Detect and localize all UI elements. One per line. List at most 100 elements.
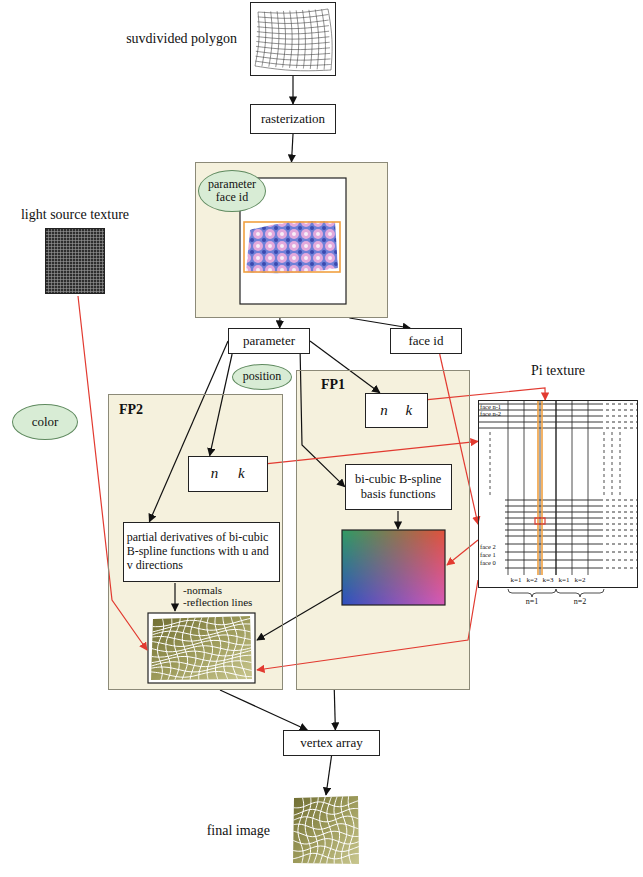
texture-line (600, 410, 637, 411)
node-label: suvdivided polygon (126, 31, 237, 47)
flow-connector (326, 756, 332, 795)
process-box: partial derivatives of bi-cubic B-spline… (123, 522, 280, 582)
node-label: final image (207, 823, 270, 839)
texture-line (524, 400, 525, 575)
texture-line (505, 560, 600, 561)
reflection-line (199, 618, 205, 680)
reflection-line (298, 798, 304, 863)
flow-connector (279, 318, 280, 328)
reflection-line (166, 619, 172, 680)
texture-line (600, 428, 637, 429)
texture-line (478, 428, 600, 429)
reflection-line (157, 619, 163, 680)
node-label: color (32, 415, 59, 430)
texture-line (600, 500, 637, 501)
texture-line (490, 432, 491, 496)
mesh-line (303, 10, 306, 68)
fetch-arrow (257, 580, 478, 670)
reflection-line (294, 816, 359, 822)
index-box: n k (188, 456, 268, 492)
texture-line (537, 400, 539, 575)
node-label: rasterization (261, 112, 325, 127)
row-label: face 1 (480, 552, 496, 559)
texture-line (508, 400, 509, 575)
mesh-line (255, 66, 331, 71)
node-label: partial derivatives of bi-cubic B-spline… (127, 531, 276, 572)
reflection-line (190, 618, 196, 680)
position-image (342, 530, 445, 605)
texture-line (505, 512, 600, 513)
texture-line (600, 416, 637, 417)
position-image (342, 530, 445, 605)
process-box: rasterization (250, 104, 336, 134)
index-box: n k (365, 393, 428, 428)
mesh-line (290, 11, 293, 68)
process-box: face id (390, 328, 462, 354)
mesh-line (256, 51, 330, 55)
node-label: position (243, 370, 282, 384)
texture-line (505, 530, 600, 531)
texture-line (505, 500, 600, 501)
output-note: -reflection lines (183, 597, 252, 608)
process-box: parameter (228, 328, 310, 354)
texture-line (600, 518, 637, 519)
column-label: k=3 (543, 577, 554, 584)
texture-line (600, 512, 637, 513)
panel-ground (296, 370, 470, 690)
light-texture-image (45, 228, 105, 294)
panel-ground (195, 162, 388, 318)
node-label: parameter (243, 334, 295, 349)
mesh-line (328, 9, 332, 70)
texture-line (541, 400, 543, 575)
texture-line (588, 400, 589, 575)
mesh-line (315, 10, 318, 70)
reflection-line (294, 808, 358, 815)
reflection-line (327, 797, 333, 864)
reflection-line (334, 797, 340, 864)
flow-connector (292, 134, 294, 162)
texture-line (505, 568, 600, 569)
output-note: -normals (183, 585, 222, 596)
panel-title: FP1 (321, 377, 345, 393)
flow-arrow (257, 590, 342, 640)
texture-line (540, 400, 541, 575)
mesh-line (255, 61, 330, 65)
column-label: n=2 (574, 598, 587, 606)
reflection-line (341, 796, 347, 863)
flow-connector (300, 354, 345, 487)
column-label: k=2 (527, 577, 538, 584)
texture-line (505, 536, 600, 537)
texture-line (505, 544, 600, 545)
node-label: bi-cubic B-spline basis functions (350, 472, 447, 501)
mesh-line (262, 12, 266, 67)
reflection-line (293, 831, 358, 836)
image-box: final image (292, 795, 360, 865)
image-box: light source texture (45, 228, 105, 294)
fetch-arrow (447, 540, 478, 565)
mesh-line (258, 15, 329, 19)
flow-connector (349, 318, 410, 328)
flow-connector (310, 341, 380, 393)
mesh-line (256, 56, 331, 60)
node-label: n k (380, 402, 412, 419)
texture-line (505, 552, 600, 553)
brace (508, 589, 556, 597)
texture-line (600, 524, 637, 525)
flow-connector (428, 388, 546, 400)
reflection-line (152, 655, 252, 662)
column-label: n=1 (526, 598, 539, 606)
column-label: k=1 (559, 577, 570, 584)
texture-line (505, 506, 600, 507)
fetched-texel (535, 518, 545, 524)
reflection-line (152, 650, 251, 657)
reflection-line (240, 616, 247, 679)
color-arrow (78, 296, 147, 650)
texture-line (555, 400, 556, 575)
row-label: face n-1 (480, 404, 501, 411)
row-label: face 2 (480, 544, 496, 551)
output-ellipse: position (232, 364, 292, 390)
mesh-line (322, 9, 326, 69)
panel-ground (108, 394, 283, 690)
texture-line (505, 518, 600, 519)
reflection-line (231, 617, 237, 680)
